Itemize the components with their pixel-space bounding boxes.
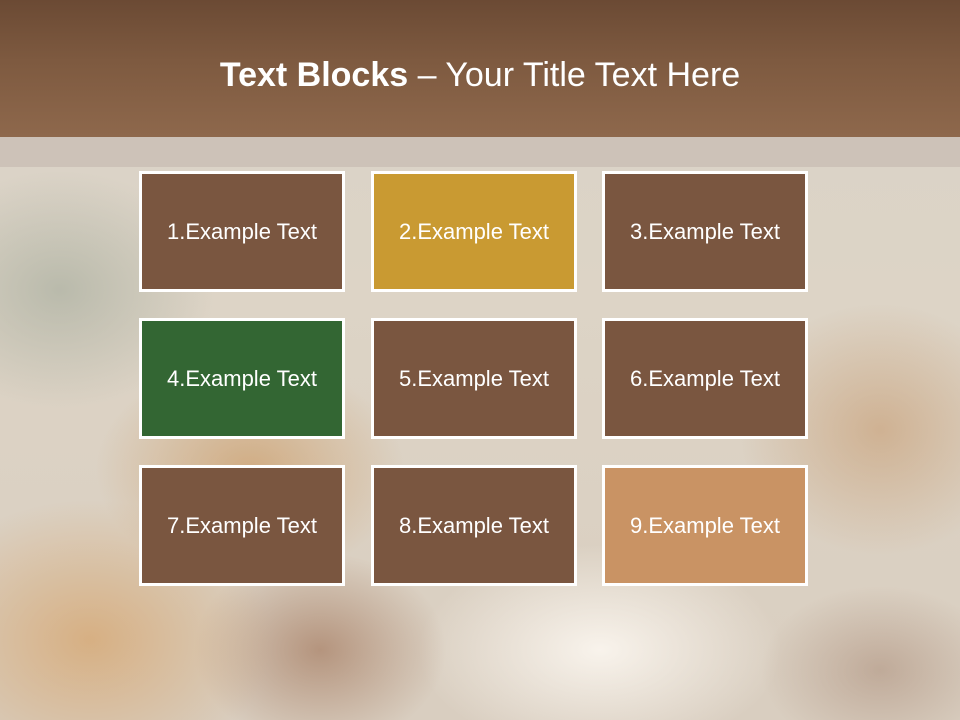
text-block-7: 7.Example Text xyxy=(139,465,345,586)
text-block-4: 4.Example Text xyxy=(139,318,345,439)
slide-title: Text Blocks – Your Title Text Here xyxy=(0,52,960,98)
text-block-1: 1.Example Text xyxy=(139,171,345,292)
text-block-label: 8.Example Text xyxy=(398,512,549,538)
title-rest: Your Title Text Here xyxy=(445,56,741,94)
text-block-label: 1.Example Text xyxy=(166,218,317,244)
text-block-label: 9.Example Text xyxy=(629,512,780,538)
text-block-label: 4.Example Text xyxy=(166,365,317,391)
text-block-5: 5.Example Text xyxy=(371,318,577,439)
title-bar xyxy=(0,0,960,137)
text-block-9: 9.Example Text xyxy=(602,465,808,586)
text-block-label: 7.Example Text xyxy=(166,512,317,538)
divider-band xyxy=(0,137,960,167)
text-block-label: 2.Example Text xyxy=(398,218,549,244)
text-block-label: 5.Example Text xyxy=(398,365,549,391)
text-block-label: 6.Example Text xyxy=(629,365,780,391)
title-dash: – xyxy=(408,56,446,94)
text-block-2: 2.Example Text xyxy=(371,171,577,292)
text-block-8: 8.Example Text xyxy=(371,465,577,586)
text-block-label: 3.Example Text xyxy=(629,218,780,244)
title-bold: Text Blocks xyxy=(219,56,409,94)
text-block-3: 3.Example Text xyxy=(602,171,808,292)
text-block-6: 6.Example Text xyxy=(602,318,808,439)
